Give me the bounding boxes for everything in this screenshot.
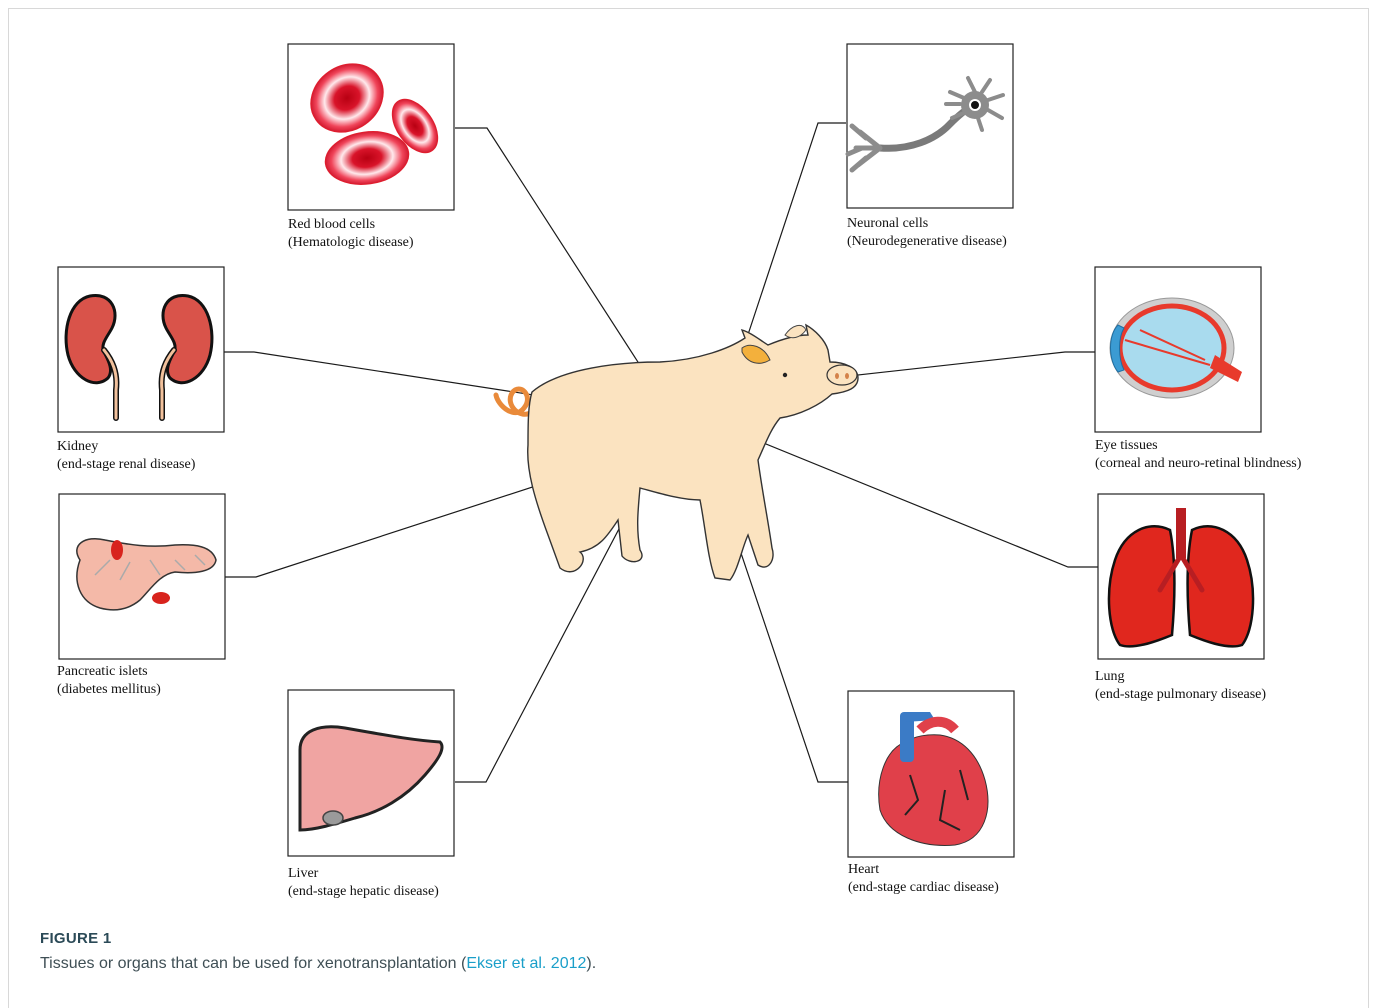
label-disease: (diabetes mellitus) xyxy=(57,681,161,699)
label-name: Red blood cells xyxy=(288,216,414,234)
label-name: Liver xyxy=(288,865,439,883)
figure-label: FIGURE 1 xyxy=(40,930,112,947)
label-name: Pancreatic islets xyxy=(57,663,161,681)
panel-neuronal-cells xyxy=(847,44,1013,208)
label-name: Neuronal cells xyxy=(847,215,1007,233)
label-eye-tissues: Eye tissues (corneal and neuro-retinal b… xyxy=(1095,437,1301,473)
label-liver: Liver (end-stage hepatic disease) xyxy=(288,865,439,901)
label-red-blood-cells: Red blood cells (Hematologic disease) xyxy=(288,216,414,252)
label-heart: Heart (end-stage cardiac disease) xyxy=(848,861,999,897)
label-disease: (Hematologic disease) xyxy=(288,234,414,252)
panel-pancreatic-islets xyxy=(59,494,225,659)
label-name: Eye tissues xyxy=(1095,437,1301,455)
label-disease: (end-stage cardiac disease) xyxy=(848,879,999,897)
panel-liver xyxy=(288,690,454,856)
figure-caption: Tissues or organs that can be used for x… xyxy=(40,955,596,973)
label-neuronal-cells: Neuronal cells (Neurodegenerative diseas… xyxy=(847,215,1007,251)
label-disease: (end-stage pulmonary disease) xyxy=(1095,686,1266,704)
panel-red-blood-cells xyxy=(288,44,454,210)
caption-text-after: ). xyxy=(586,955,596,972)
pig-body xyxy=(528,325,858,580)
label-name: Lung xyxy=(1095,668,1266,686)
label-pancreatic-islets: Pancreatic islets (diabetes mellitus) xyxy=(57,663,161,699)
panel-heart xyxy=(848,691,1014,857)
label-disease: (end-stage renal disease) xyxy=(57,456,195,474)
pig-eye xyxy=(783,373,787,377)
label-disease: (end-stage hepatic disease) xyxy=(288,883,439,901)
connector-red-blood-cells xyxy=(455,128,656,390)
panel-kidney xyxy=(58,267,224,432)
pig-snout xyxy=(827,365,857,385)
citation-link[interactable]: Ekser et al. 2012 xyxy=(466,955,586,972)
pig-tail xyxy=(496,389,532,414)
panel-lung xyxy=(1098,494,1264,659)
pig-illustration xyxy=(496,325,858,580)
panel-eye-tissues xyxy=(1095,267,1261,432)
label-lung: Lung (end-stage pulmonary disease) xyxy=(1095,668,1266,704)
label-name: Kidney xyxy=(57,438,195,456)
caption-text-before: Tissues or organs that can be used for x… xyxy=(40,955,466,972)
label-disease: (Neurodegenerative disease) xyxy=(847,233,1007,251)
label-disease: (corneal and neuro-retinal blindness) xyxy=(1095,455,1301,473)
label-name: Heart xyxy=(848,861,999,879)
label-kidney: Kidney (end-stage renal disease) xyxy=(57,438,195,474)
